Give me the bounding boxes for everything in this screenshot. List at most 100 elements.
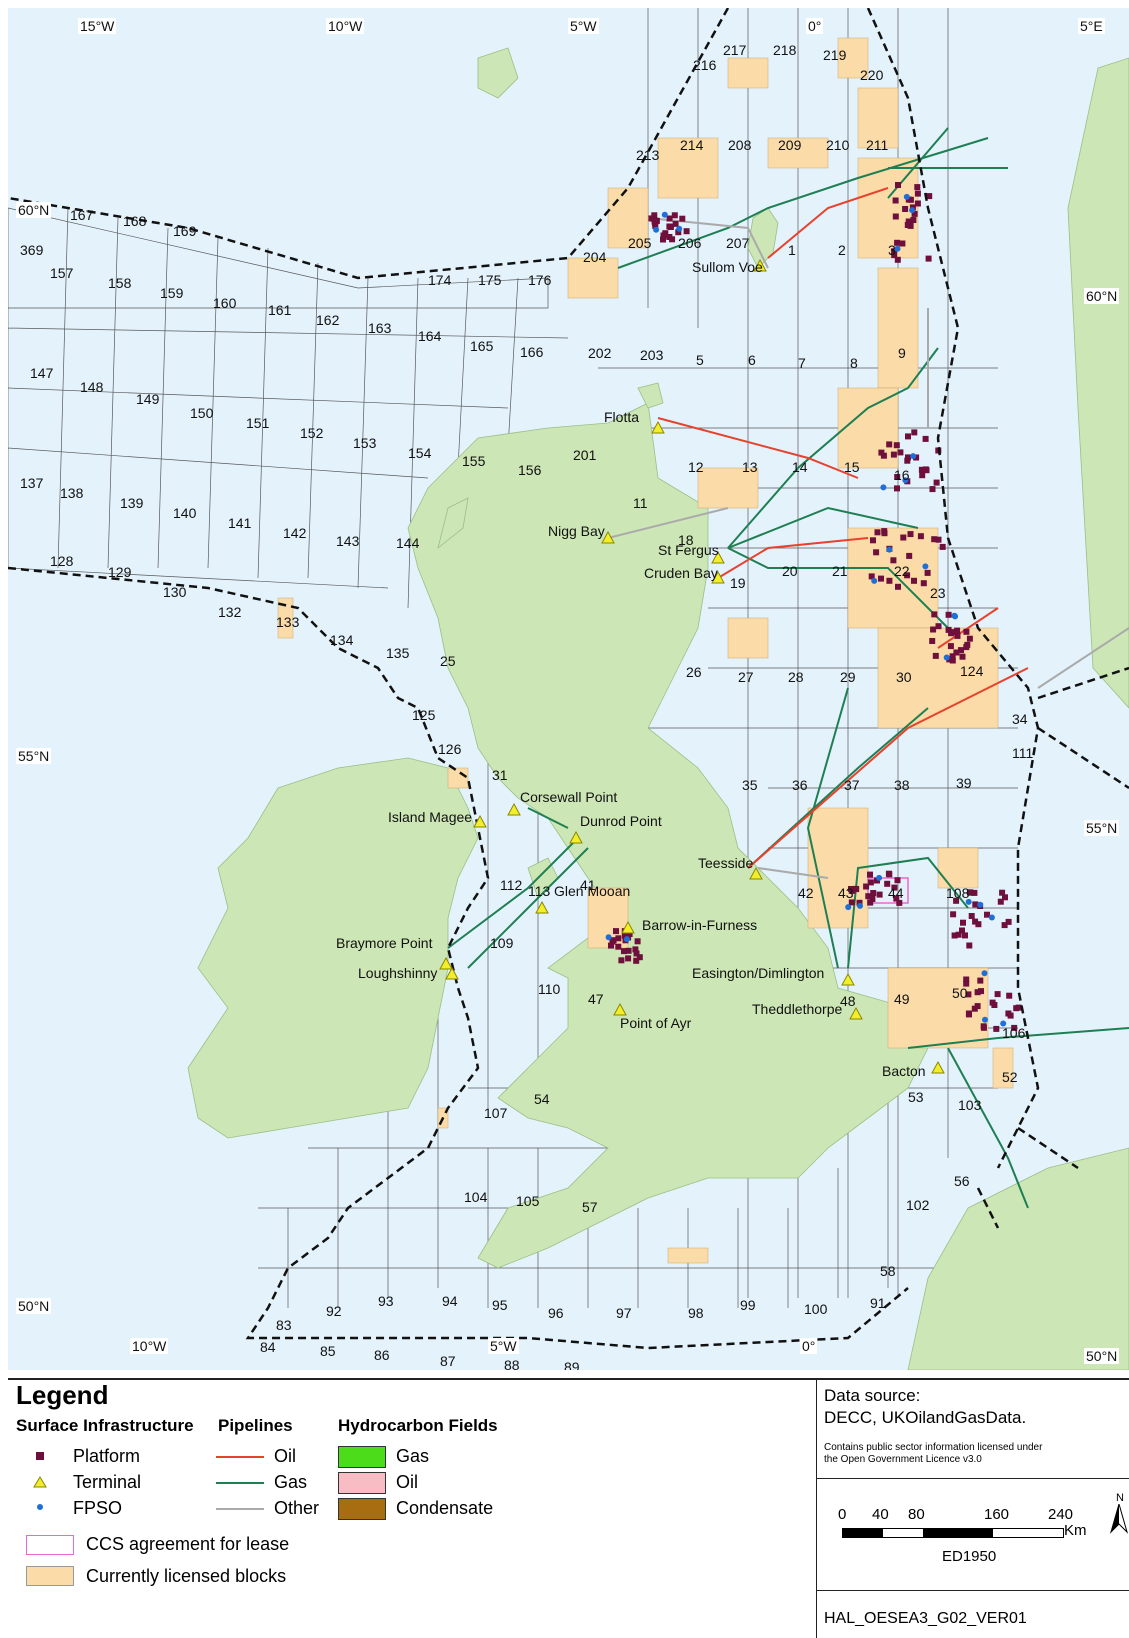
block-number-label: 91	[870, 1295, 886, 1311]
platform-marker	[869, 896, 876, 902]
lat-label-left-1: 55°N	[16, 748, 52, 764]
scale-unit: Km	[1064, 1522, 1087, 1539]
platform-marker	[914, 200, 921, 207]
block-number-label: 211	[866, 137, 889, 153]
platform-marker	[963, 644, 970, 651]
block-number-label: 217	[723, 42, 747, 58]
gas-pipeline-label: Gas	[274, 1472, 308, 1492]
block-number-label: 135	[386, 645, 410, 661]
block-number-label: 100	[804, 1301, 828, 1317]
block-number-label: 18	[678, 532, 694, 548]
terminal-marker	[601, 530, 615, 544]
block-number-label: 174	[428, 272, 452, 288]
platform-marker	[895, 182, 901, 188]
terminal-marker	[753, 258, 767, 272]
platform-marker	[914, 190, 921, 197]
licence-block-grid	[8, 8, 1018, 1308]
platform-marker	[906, 552, 913, 559]
platform-marker	[848, 899, 855, 906]
block-number-label: 142	[283, 525, 307, 541]
hydrocarbon-fields-heading: Hydrocarbon Fields	[338, 1416, 498, 1435]
block-number-label: 14	[792, 459, 808, 475]
block-number-label: 153	[353, 435, 377, 451]
platform-marker	[625, 955, 632, 962]
block-number-label: 208	[728, 137, 752, 153]
block-number-label: 213	[636, 147, 660, 163]
platform-marker	[870, 537, 876, 544]
platform-marker	[963, 980, 970, 987]
block-number-label: 88	[504, 1357, 520, 1370]
block-number-label: 53	[908, 1089, 924, 1105]
platform-marker	[902, 206, 909, 212]
platform-marker	[632, 946, 639, 953]
platform-label: Platform	[73, 1446, 141, 1466]
block-number-label: 110	[538, 981, 561, 997]
platform-marker	[876, 891, 883, 898]
block-number-label: 214	[680, 137, 704, 153]
terminal-name-label: Theddlethorpe	[752, 1001, 843, 1017]
block-number-label: 156	[518, 462, 542, 478]
platform-marker	[960, 919, 966, 926]
block-number-label: 28	[788, 669, 804, 685]
block-number-label: 203	[640, 347, 664, 363]
platform-marker	[896, 899, 903, 906]
platform-marker	[984, 911, 990, 918]
block-number-label: 11	[633, 495, 648, 511]
block-number-label: 37	[844, 777, 860, 793]
platform-marker	[951, 932, 958, 939]
platform-marker	[911, 429, 918, 436]
platform-marker	[1002, 894, 1008, 901]
block-number-label: 58	[880, 1263, 896, 1279]
block-number-label: 104	[464, 1189, 488, 1205]
block-number-label: 56	[954, 1173, 970, 1189]
platform-marker	[967, 889, 974, 896]
block-number-label: 152	[300, 425, 324, 441]
block-number-label: 150	[190, 405, 214, 421]
platform-marker	[666, 223, 673, 230]
info-divider-1	[816, 1478, 1129, 1479]
block-number-label: 176	[528, 272, 552, 288]
oil-pipeline-label: Oil	[274, 1446, 296, 1466]
block-number-label: 155	[462, 453, 486, 469]
faroe-islands	[477, 47, 519, 99]
platform-marker	[917, 533, 924, 540]
terminal-marker	[711, 570, 725, 584]
legend-divider	[816, 1380, 817, 1638]
block-number-label: 92	[326, 1303, 342, 1319]
platform-marker	[660, 236, 666, 243]
condensate-field-swatch	[338, 1498, 386, 1520]
block-number-label: 133	[276, 614, 300, 630]
platform-marker	[633, 950, 640, 957]
block-number-label: 107	[484, 1105, 508, 1121]
fpso-label: FPSO	[73, 1498, 123, 1518]
fpso-marker	[982, 1016, 988, 1023]
platform-marker	[672, 220, 679, 227]
block-number-label: 12	[688, 459, 704, 475]
pipelines-heading: Pipelines	[218, 1416, 293, 1435]
fpso-marker	[676, 225, 683, 232]
block-number-label: 206	[678, 235, 702, 251]
lon-label-bottom-0: 10°W	[130, 1338, 169, 1354]
oil-pipelines	[657, 187, 1029, 869]
block-number-label: 85	[320, 1343, 336, 1359]
terminal-name-label: Sullom Voe	[692, 259, 763, 275]
platform-marker	[618, 957, 625, 964]
platform-marker	[920, 580, 927, 587]
platform-marker	[652, 222, 659, 229]
block-number-label: 124	[960, 663, 984, 679]
block-number-label: 22	[894, 563, 910, 579]
terminal-name-label: Barrow-in-Furness	[642, 917, 758, 933]
platform-marker	[949, 657, 956, 664]
platform-marker	[890, 557, 897, 564]
block-number-label: 36	[792, 777, 808, 793]
fpso-symbol	[37, 1504, 43, 1510]
platform-marker	[874, 529, 881, 536]
scale-tick-3: 160	[984, 1506, 1010, 1523]
block-number-label: 164	[418, 328, 442, 344]
platform-marker	[954, 632, 961, 639]
platform-marker	[671, 212, 678, 219]
platform-marker	[974, 989, 981, 996]
platform-marker	[989, 999, 996, 1006]
block-number-label: 86	[374, 1347, 390, 1363]
